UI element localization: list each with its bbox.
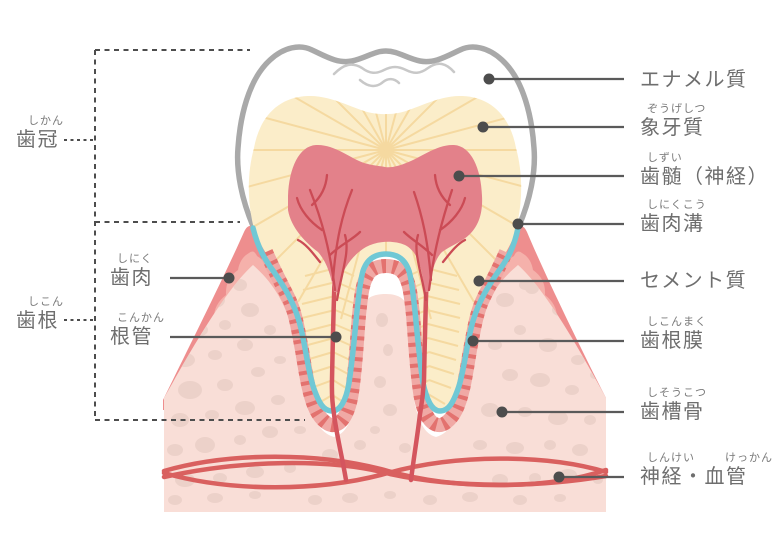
label-nerve-vessel-furigana: しんけいけっかん <box>647 452 773 464</box>
label-ligament-text: 歯根膜 <box>640 330 705 352</box>
periodontal-ligament-band <box>259 249 513 433</box>
label-bone-text: 歯槽骨 <box>640 401 705 423</box>
dot-gingiva <box>223 272 235 284</box>
label-dentin-furigana: ぞうげしつ <box>647 103 707 115</box>
dot-enamel <box>483 73 495 85</box>
label-ligament: しこんまく 歯根膜 <box>640 315 707 353</box>
label-nerve-vessel-text: 神経・血管 <box>640 466 748 488</box>
label-dentin: ぞうげしつ 象牙質 <box>640 102 706 140</box>
label-crown-text: 歯冠 <box>16 129 59 151</box>
dot-bone <box>496 406 508 418</box>
label-bone-furigana: しそうこつ <box>647 387 707 399</box>
label-enamel: エナメル質 <box>640 68 748 92</box>
pulp-vessel-lines <box>295 173 467 302</box>
label-sulcus-text: 歯肉溝 <box>640 213 705 235</box>
label-crown: しかん 歯冠 <box>16 114 64 152</box>
label-root-text: 歯根 <box>16 310 59 332</box>
leader-dots <box>223 73 565 483</box>
label-root-canal: こんかん 根管 <box>110 311 165 349</box>
label-dentin-text: 象牙質 <box>640 117 705 139</box>
dot-pulp <box>453 170 465 182</box>
label-gingiva-text: 歯肉 <box>110 267 153 289</box>
dot-nerve <box>553 471 565 483</box>
label-pulp: しずい 歯髄（神経） <box>640 151 769 189</box>
label-pulp-text: 歯髄（神経） <box>640 166 769 188</box>
cementum-line <box>250 225 521 414</box>
dot-sulcus <box>512 218 524 230</box>
leader-lines <box>170 77 624 479</box>
label-pulp-furigana: しずい <box>647 152 683 164</box>
label-root-canal-text: 根管 <box>110 326 153 348</box>
dot-root-canal <box>330 331 342 343</box>
label-root: しこん 歯根 <box>16 295 64 333</box>
label-gingiva-furigana: しにく <box>117 253 153 265</box>
label-bone: しそうこつ 歯槽骨 <box>640 386 707 424</box>
label-sulcus-furigana: しにくこう <box>647 199 707 211</box>
label-ligament-furigana: しこんまく <box>647 316 707 328</box>
crown-root-bracket <box>64 49 305 421</box>
label-cementum-text: セメント質 <box>640 270 748 292</box>
label-cementum: セメント質 <box>640 269 747 293</box>
label-enamel-text: エナメル質 <box>640 69 748 91</box>
fissure-lines <box>332 62 456 88</box>
dot-cementum <box>473 275 485 287</box>
label-gingiva: しにく 歯肉 <box>110 252 153 290</box>
label-crown-furigana: しかん <box>28 115 64 127</box>
label-root-furigana: しこん <box>28 296 64 308</box>
label-sulcus: しにくこう 歯肉溝 <box>640 198 707 236</box>
nerve-vessel-braid <box>161 454 609 490</box>
dot-dentin <box>477 121 489 133</box>
dot-ligament <box>467 335 479 347</box>
label-root-canal-furigana: こんかん <box>117 312 165 324</box>
label-nerve-vessel: しんけいけっかん 神経・血管 <box>640 451 773 489</box>
